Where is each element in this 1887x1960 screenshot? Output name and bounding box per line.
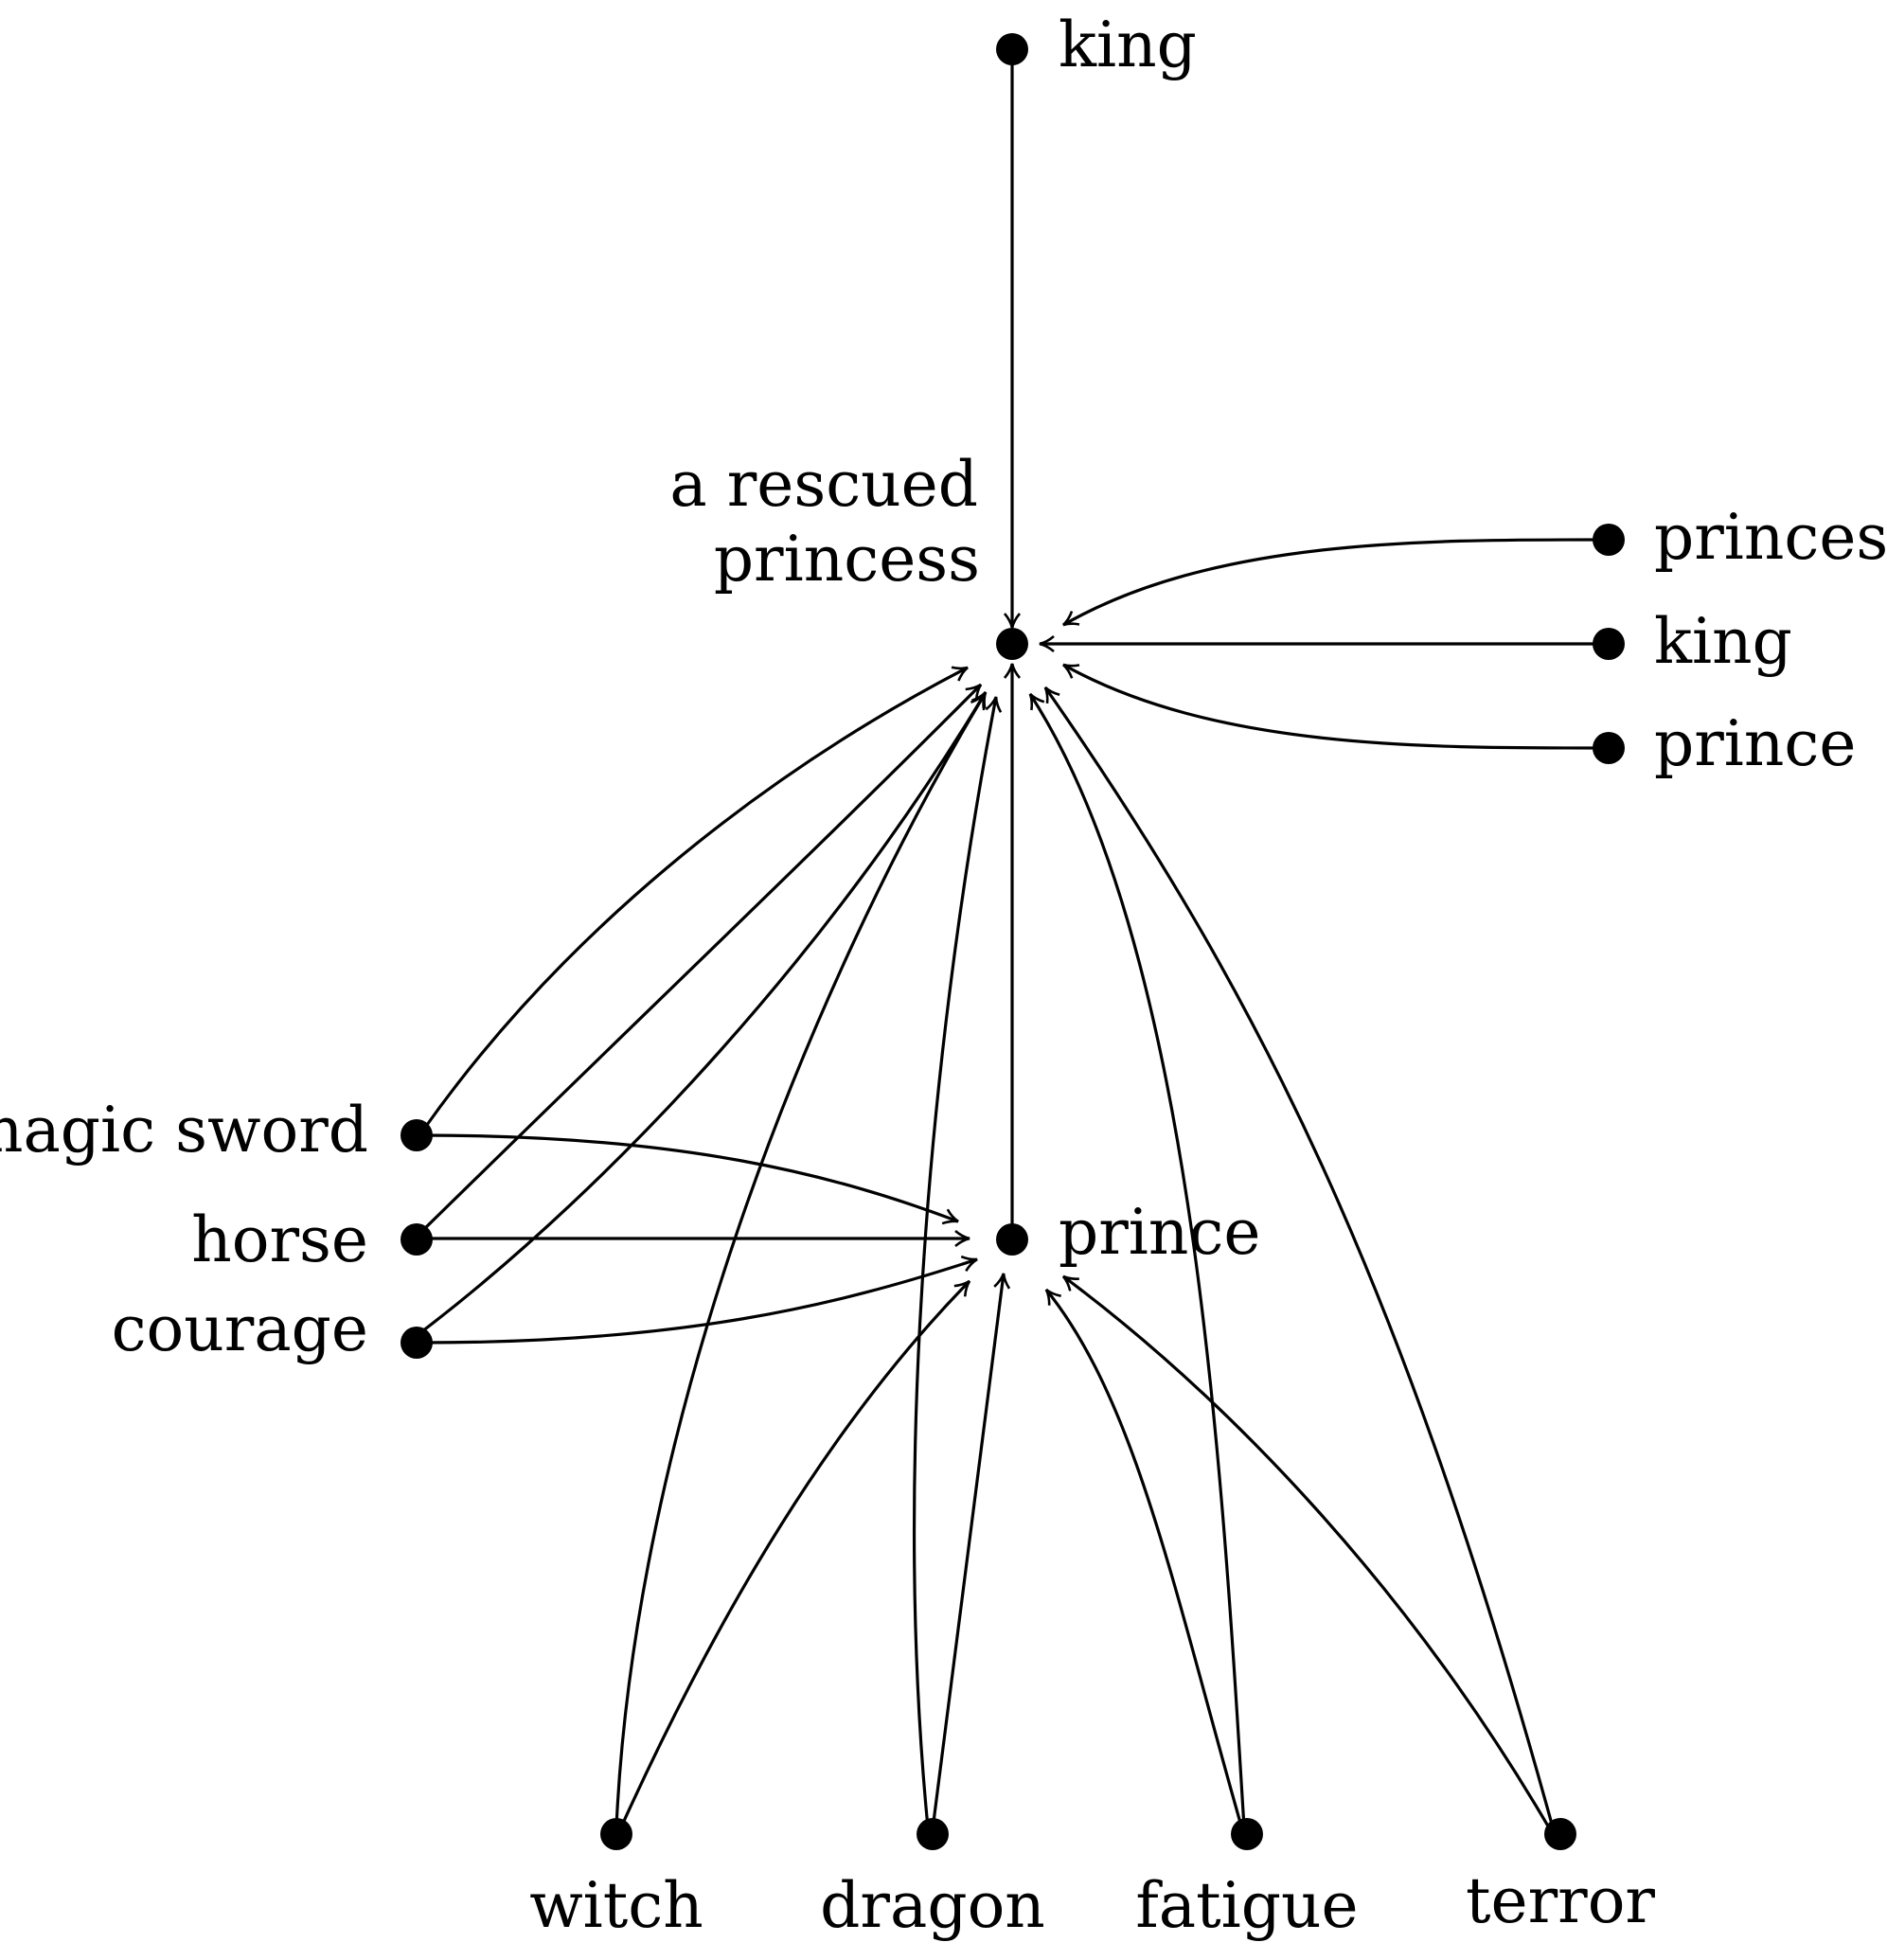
node-rescued-princess-dot — [996, 628, 1028, 660]
node-princess-right-dot — [1593, 524, 1625, 556]
edge-princess-to-rescued — [1062, 538, 1599, 627]
node-label-terror: terror — [1466, 1864, 1655, 1937]
edge-magic-sword-to-rescued — [420, 666, 969, 1132]
edge-horse-to-rescued — [420, 683, 983, 1233]
node-label-prince: prince — [1059, 1196, 1260, 1269]
node-label-princess-right: princess — [1654, 501, 1887, 574]
edge-terror-to-prince — [1061, 1274, 1552, 1830]
node-label-horse: horse — [191, 1203, 368, 1276]
node-witch-dot — [600, 1818, 632, 1850]
node-label-fatigue: fatigue — [1135, 1869, 1358, 1942]
edge-witch-to-prince — [618, 1279, 971, 1830]
node-courage-dot — [401, 1327, 433, 1359]
node-label-dragon: dragon — [820, 1869, 1045, 1942]
node-fatigue-dot — [1231, 1818, 1263, 1850]
node-label-rescued-princess-line2: princess — [714, 523, 980, 596]
edge-fatigue-to-prince — [1044, 1288, 1244, 1830]
node-label-magic-sword: magic sword — [0, 1094, 368, 1167]
node-dragon-dot — [917, 1818, 949, 1850]
edge-courage-to-prince — [421, 1255, 978, 1345]
node-prince-right-dot — [1593, 732, 1625, 764]
edge-magic-sword-to-prince — [421, 1133, 959, 1225]
edge-fatigue-to-rescued — [1028, 693, 1246, 1828]
edge-courage-to-rescued — [421, 691, 988, 1333]
edge-dragon-to-rescued — [913, 696, 1003, 1828]
node-king-top-dot — [996, 33, 1028, 65]
node-king-right-dot — [1593, 628, 1625, 660]
edge-terror-to-rescued — [1043, 686, 1555, 1828]
node-magic-sword-dot — [401, 1119, 433, 1151]
edge-dragon-to-prince — [931, 1273, 1011, 1830]
node-label-prince-right: prince — [1654, 707, 1856, 780]
node-prince-dot — [996, 1223, 1028, 1256]
node-label-courage: courage — [112, 1292, 368, 1365]
node-label-witch: witch — [529, 1869, 703, 1942]
node-horse-dot — [401, 1223, 433, 1256]
edge-witch-to-rescued — [614, 693, 987, 1828]
node-label-rescued-princess-line1: a rescued — [669, 448, 978, 521]
node-terror-dot — [1544, 1818, 1576, 1850]
node-label-king-right: king — [1654, 605, 1792, 678]
edge-prince-right-to-rescued — [1062, 663, 1599, 750]
node-label-king-top: king — [1059, 9, 1197, 81]
